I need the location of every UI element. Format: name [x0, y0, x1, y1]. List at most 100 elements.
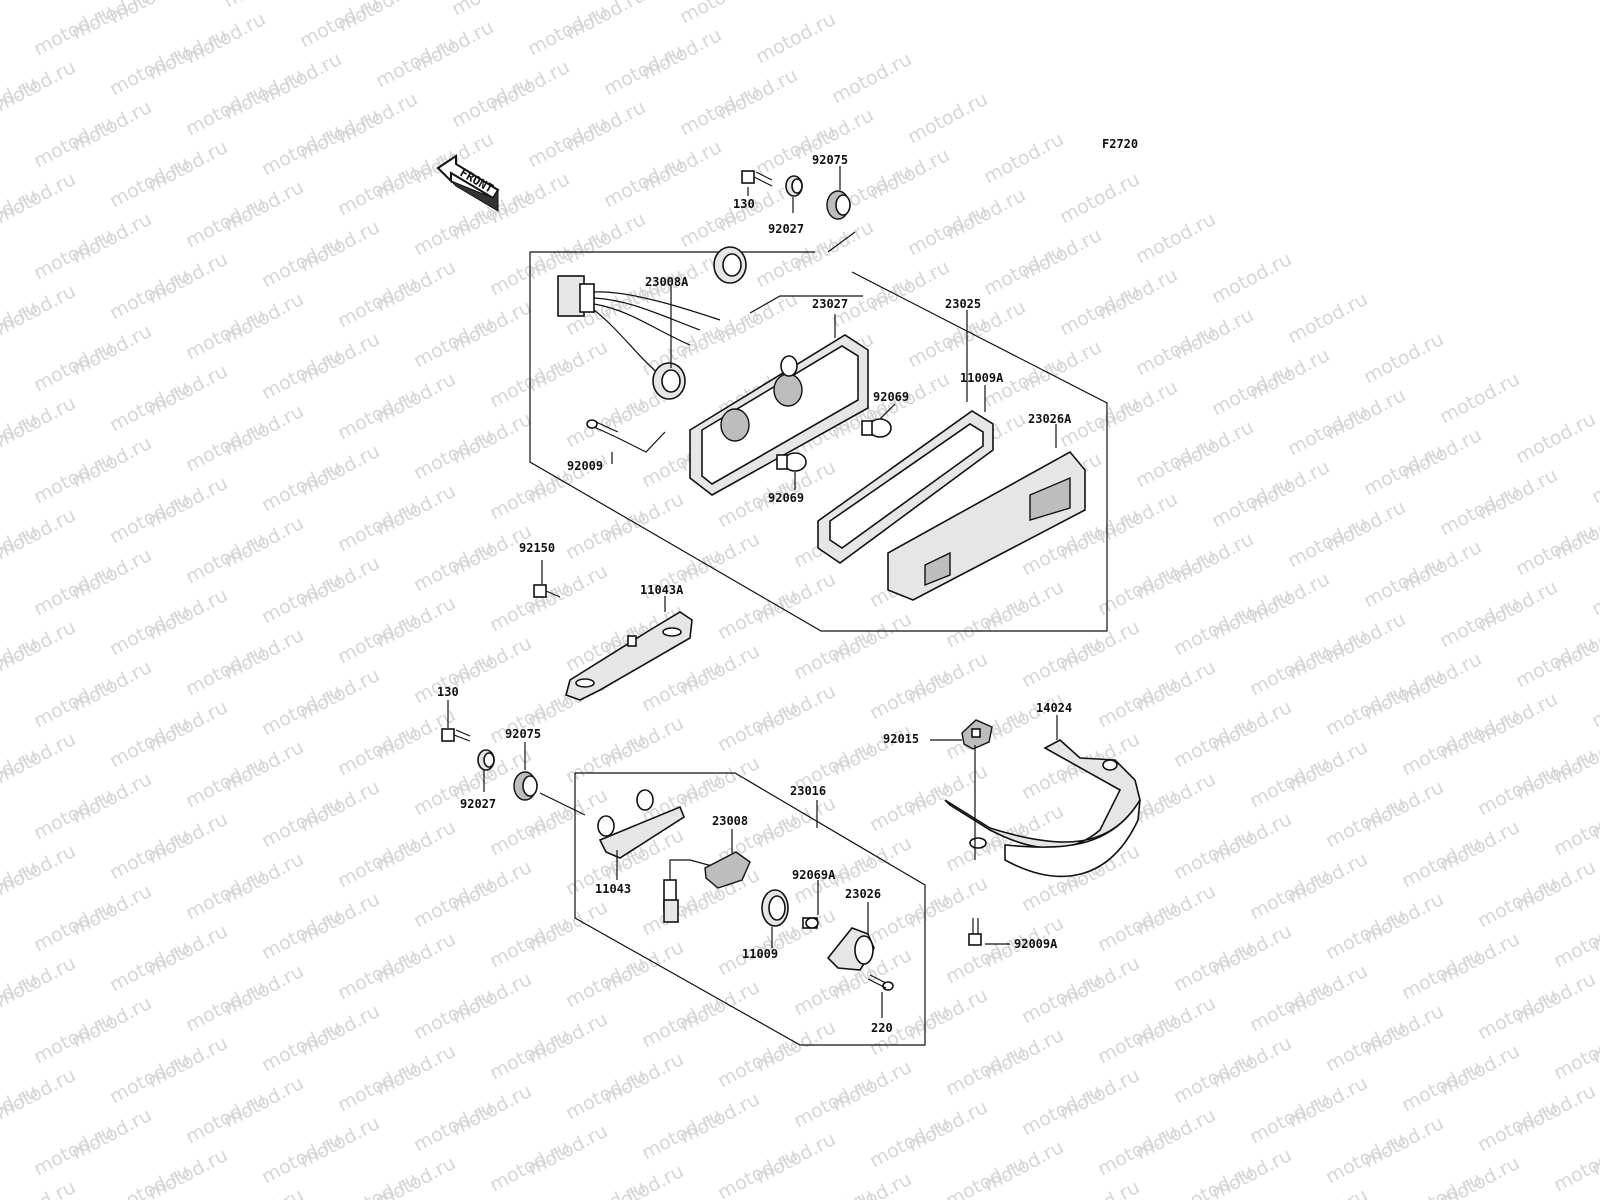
front-arrow-icon: FRONT	[436, 154, 500, 212]
watermark-text: motod.ru	[752, 8, 839, 68]
watermark-text: motod.ru	[220, 1184, 307, 1200]
watermark-text: motod.ru	[1056, 1176, 1143, 1200]
watermark-text: motod.ru	[1056, 168, 1143, 228]
callout-92069-lower: 92069	[768, 491, 804, 505]
watermark-text: motod.ru	[1588, 672, 1600, 732]
socket-23008	[663, 851, 751, 923]
watermark-text: motod.ru	[296, 0, 383, 52]
callout-130-bottom: 130	[437, 685, 459, 699]
leader-grommet-bracket	[539, 792, 586, 816]
watermark-text: motod.ru	[1550, 912, 1600, 972]
watermark-text: motod.ru	[676, 0, 763, 28]
watermark-text: motod.ru	[904, 88, 991, 148]
watermark-text: motod.ru	[106, 1160, 193, 1200]
callout-92009A: 92009A	[1014, 937, 1058, 951]
watermark-text: motod.ru	[0, 296, 41, 356]
diagram-ref-code: F2720	[1102, 137, 1138, 151]
collar-92027-bottom	[477, 749, 495, 771]
watermark-text: motod.ru	[486, 0, 573, 4]
callout-92069A: 92069A	[792, 868, 836, 882]
group-box-23025	[529, 251, 1108, 632]
callout-220: 220	[871, 1021, 893, 1035]
group-box-23027	[749, 295, 863, 314]
callout-23026: 23026	[845, 887, 881, 901]
watermark-text: motod.ru	[1588, 560, 1600, 620]
leader-92075-top	[827, 231, 856, 253]
callout-92075-top: 92075	[812, 153, 848, 167]
lamp-housing-23027	[689, 334, 869, 496]
callout-92069-upper: 92069	[873, 390, 909, 404]
bulb-92069-upper	[861, 418, 892, 438]
watermark-text: motod.ru	[1360, 328, 1447, 388]
callout-11009A: 11009A	[960, 371, 1004, 385]
watermark-text: motod.ru	[942, 1152, 1029, 1200]
callout-92027-bottom: 92027	[460, 797, 496, 811]
watermark-text: motod.ru	[1284, 288, 1371, 348]
callout-23016: 23016	[790, 784, 826, 798]
watermark-text: motod.ru	[0, 1080, 41, 1140]
bolt-130-top	[741, 170, 773, 187]
watermark-text: motod.ru	[1550, 1136, 1600, 1196]
wiring-harness-23008A	[557, 246, 747, 400]
callout-92075-bottom: 92075	[505, 727, 541, 741]
watermark-text: motod.ru	[1208, 248, 1295, 308]
watermark-text: motod.ru	[0, 632, 41, 692]
bolt-92150	[533, 584, 561, 598]
cover-14024	[944, 739, 1141, 878]
watermark-text: motod.ru	[0, 856, 41, 916]
bolt-92009A	[968, 918, 982, 946]
callout-11043: 11043	[595, 882, 631, 896]
watermark-text: motod.ru	[448, 0, 535, 20]
watermark-text: motod.ru	[0, 520, 41, 580]
watermark-text: motod.ru	[1588, 448, 1600, 508]
callout-23026A: 23026A	[1028, 412, 1072, 426]
watermark-text: motod.ru	[220, 0, 307, 12]
watermark-text: motod.ru	[1132, 208, 1219, 268]
watermark-text: motod.ru	[980, 128, 1067, 188]
watermark-text: motod.ru	[0, 0, 79, 4]
watermark-text: motod.ru	[562, 1176, 649, 1200]
callout-23027: 23027	[812, 297, 848, 311]
watermark-text: motod.ru	[1512, 408, 1599, 468]
bulb-92069A	[802, 917, 819, 929]
group-box-23016	[574, 772, 926, 1046]
watermark-text: motod.ru	[828, 48, 915, 108]
watermark-text: motod.ru	[0, 408, 41, 468]
grommet-92075-top	[826, 190, 851, 220]
callout-92015: 92015	[883, 732, 919, 746]
watermark-text: motod.ru	[1550, 800, 1600, 860]
lens-23026	[826, 927, 875, 971]
callout-92009: 92009	[567, 459, 603, 473]
callout-11009: 11009	[742, 947, 778, 961]
screw-92009	[586, 419, 619, 438]
callout-92150: 92150	[519, 541, 555, 555]
bolt-130-bottom	[441, 728, 471, 742]
callout-11043A: 11043A	[640, 583, 684, 597]
nut-92015	[961, 719, 993, 750]
callout-130-top: 130	[733, 197, 755, 211]
lens-gasket-11009A	[817, 410, 994, 564]
collar-92027-top	[785, 175, 803, 197]
watermark-text: motod.ru	[1436, 368, 1523, 428]
callout-23008A: 23008A	[645, 275, 689, 289]
bracket-11043	[597, 789, 685, 859]
grommet-92075-bottom	[513, 771, 538, 801]
watermark-text: motod.ru	[790, 1184, 877, 1200]
watermark-text: motod.ru	[0, 184, 41, 244]
gasket-11009	[761, 889, 789, 927]
watermark-text: motod.ru	[0, 744, 41, 804]
callout-92027-top: 92027	[768, 222, 804, 236]
watermark-text: motod.ru	[1170, 1160, 1257, 1200]
screw-220	[867, 974, 894, 991]
watermark-text: motod.ru	[0, 968, 41, 1028]
callout-14024: 14024	[1036, 701, 1072, 715]
watermark-text: motod.ru	[0, 72, 41, 132]
bulb-92069-lower	[776, 452, 807, 472]
callout-23025: 23025	[945, 297, 981, 311]
lens-23026A	[887, 450, 1086, 601]
watermark-text: motod.ru	[1284, 1184, 1371, 1200]
callout-23008: 23008	[712, 814, 748, 828]
watermark-text: motod.ru	[0, 0, 41, 20]
bracket-11043A	[565, 611, 693, 701]
